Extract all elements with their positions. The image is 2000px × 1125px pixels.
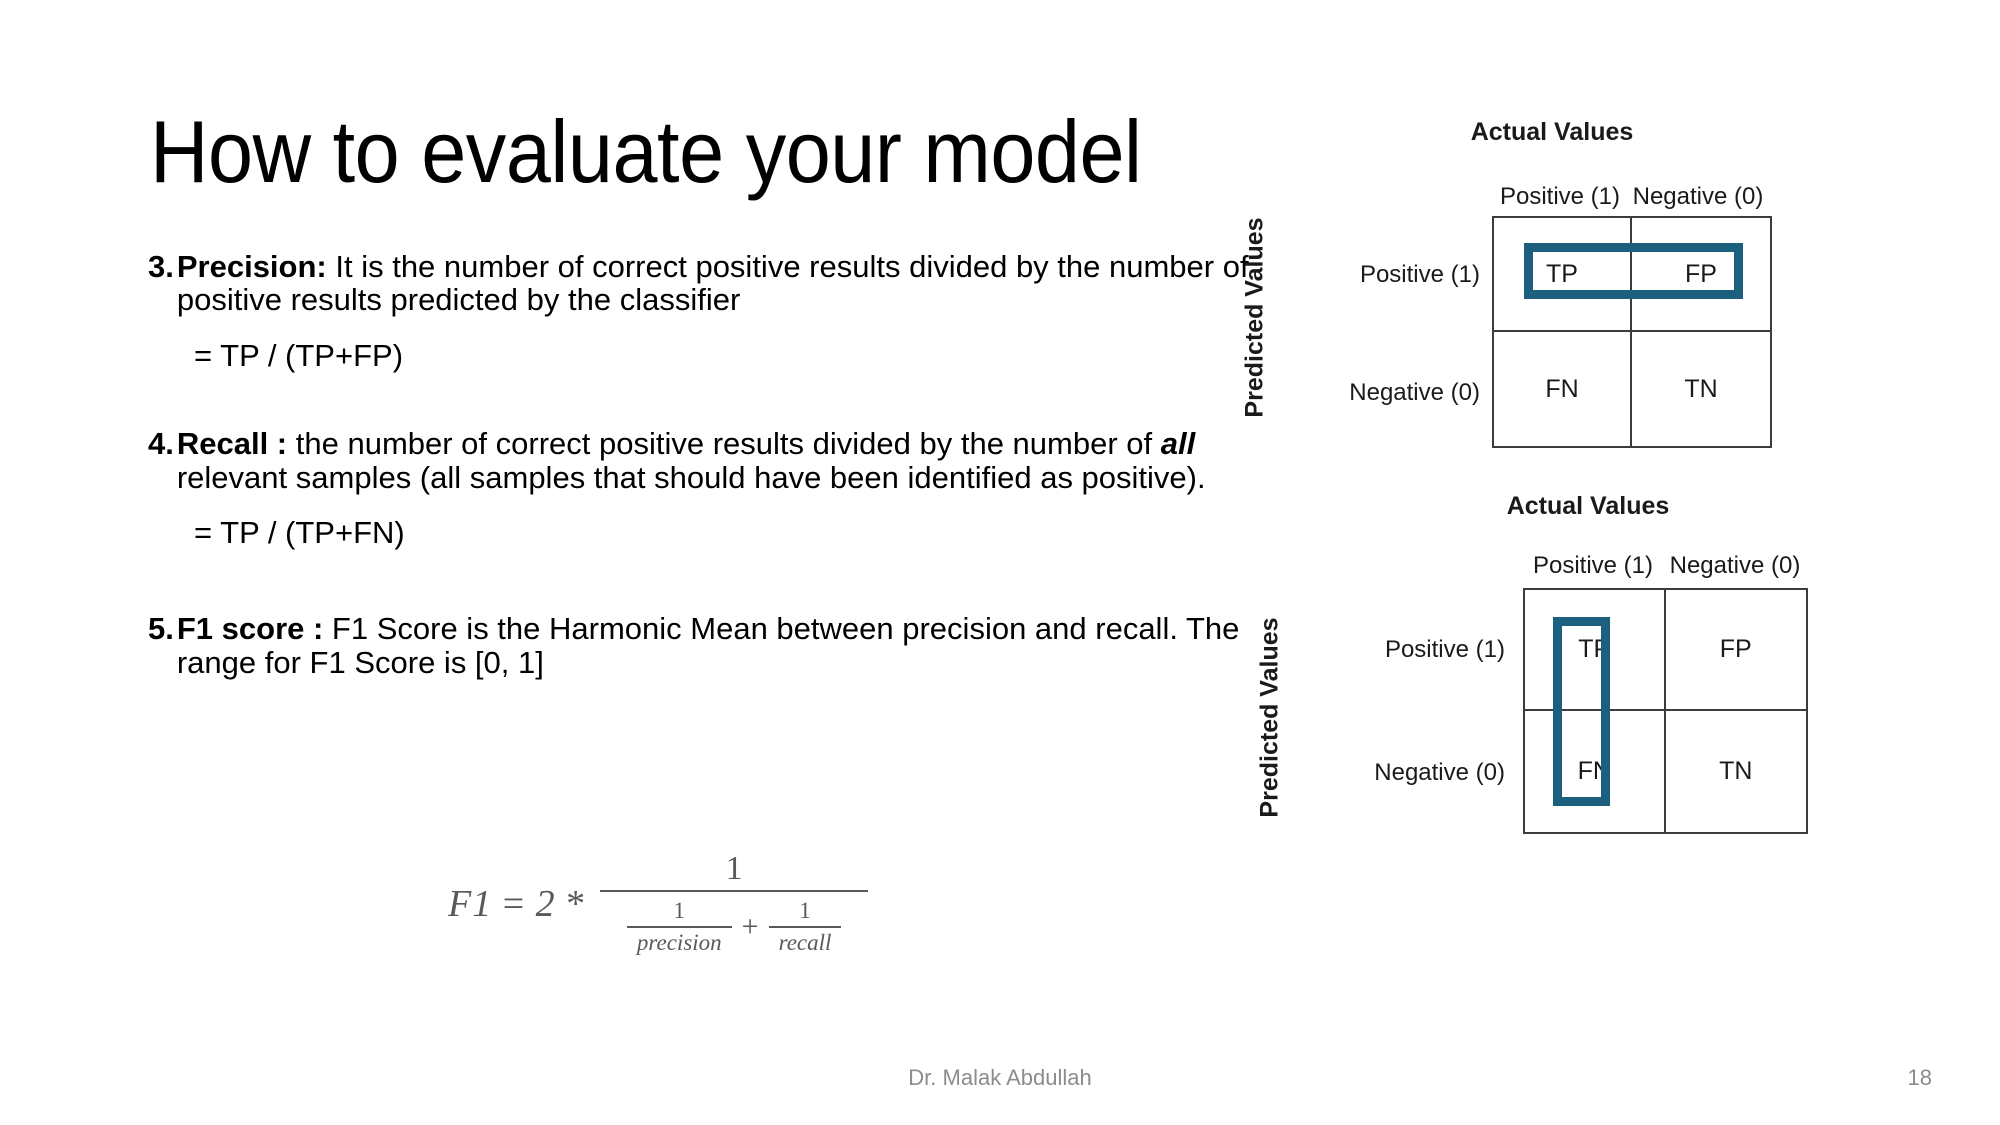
spacer [148, 317, 1298, 339]
f1-plus-sign: + [741, 910, 759, 943]
precision-body: It is the number of correct positive res… [176, 249, 1249, 318]
list-number-5: 5. [148, 611, 174, 647]
f1-outer-fraction-bar [600, 890, 869, 892]
f1-factor-two: 2 [535, 883, 556, 925]
f1-formula-equation: F1 = 2 * 1 1 precision + 1 recall [448, 848, 869, 960]
recall-emphasis: all [1160, 426, 1196, 462]
f1-multiply-sign: * [566, 883, 587, 925]
f1-recall-fraction: 1 recall [768, 896, 842, 958]
cm2-row-header-negative: Negative (0) [1374, 759, 1505, 786]
cm1-col-header-positive: Positive (1) [1499, 183, 1621, 210]
f1-formula-lhs: F1 = 2 * [448, 882, 586, 926]
list-text-f1score: F1 score : F1 Score is the Harmonic Mean… [177, 612, 1298, 679]
list-item-precision: 3. Precision: It is the number of correc… [148, 250, 1298, 317]
footer-author: Dr. Malak Abdullah [908, 1065, 1092, 1090]
f1-outer-fraction: 1 1 precision + 1 recall [600, 848, 869, 960]
spacer [148, 550, 1298, 612]
f1-recall-fraction-bar [768, 926, 842, 928]
f1-precision-numerator: 1 [673, 898, 686, 923]
f1-precision-fraction: 1 precision [626, 896, 732, 958]
slide-page-number: 18 [1907, 1065, 1932, 1090]
cm2-col-header-negative: Negative (0) [1669, 552, 1801, 579]
precision-equation: = TP / (TP+FP) [194, 337, 404, 373]
cm2-predicted-values-axis-label: Predicted Values [1255, 617, 1284, 818]
cm1-cell-tn: TN [1684, 374, 1718, 403]
spacer [148, 373, 1298, 427]
cm1-grid: TP FP FN TN [1492, 216, 1772, 448]
f1-recall-numerator: 1 [799, 898, 811, 923]
f1score-body: F1 Score is the Harmonic Mean between pr… [176, 611, 1240, 680]
f1-symbol: F1 [448, 883, 493, 925]
cm2-cell-fn: FN [1525, 711, 1666, 832]
f1score-label: F1 score : [176, 611, 324, 647]
recall-label: Recall : [176, 426, 288, 462]
spacer [148, 494, 1298, 516]
cm2-actual-values-title: Actual Values [1506, 492, 1670, 520]
list-item-recall: 4. Recall : the number of correct positi… [148, 427, 1298, 494]
f1-precision-fraction-bar [626, 926, 732, 928]
cm1-cell-fp: FP [1632, 218, 1770, 332]
f1-precision-denominator: precision [636, 930, 722, 955]
cm1-cell-tp: TP [1494, 218, 1632, 332]
body-content: 3. Precision: It is the number of correc… [148, 250, 1298, 679]
list-item-f1score: 5. F1 score : F1 Score is the Harmonic M… [148, 612, 1298, 679]
list-text-recall: Recall : the number of correct positive … [177, 427, 1298, 494]
page-title: How to evaluate your model [150, 102, 1142, 201]
cm2-grid: TP FP FN TN [1523, 588, 1808, 834]
cm1-row-header-positive: Positive (1) [1359, 261, 1480, 288]
f1-outer-denominator: 1 precision + 1 recall [617, 892, 851, 960]
precision-label: Precision: [176, 249, 327, 284]
list-number-4: 4. [148, 426, 174, 462]
cm1-row-header-negative: Negative (0) [1349, 379, 1480, 406]
cm2-cell-tn: TN [1719, 757, 1753, 785]
recall-equation: = TP / (TP+FN) [194, 514, 405, 550]
cm2-col-header-positive: Positive (1) [1532, 552, 1654, 579]
recall-body-b: relevant samples (all samples that shoul… [176, 459, 1206, 495]
list-number-3: 3. [148, 249, 174, 284]
cm2-cell-tp: TP [1525, 590, 1666, 711]
f1-outer-numerator: 1 [725, 850, 743, 887]
cm2-cell-fp: FP [1665, 590, 1806, 711]
f1-recall-denominator: recall [778, 930, 832, 955]
cm1-predicted-values-axis-label: Predicted Values [1240, 217, 1269, 418]
cm1-actual-values-title: Actual Values [1470, 118, 1634, 146]
cm1-cell-fn: FN [1494, 332, 1632, 446]
f1-equals-sign: = [502, 883, 526, 925]
cm2-row-header-positive: Positive (1) [1384, 636, 1505, 663]
list-text-precision: Precision: It is the number of correct p… [177, 250, 1298, 317]
cm1-col-header-negative: Negative (0) [1632, 183, 1764, 210]
recall-body-a: the number of correct positive results d… [287, 426, 1161, 462]
